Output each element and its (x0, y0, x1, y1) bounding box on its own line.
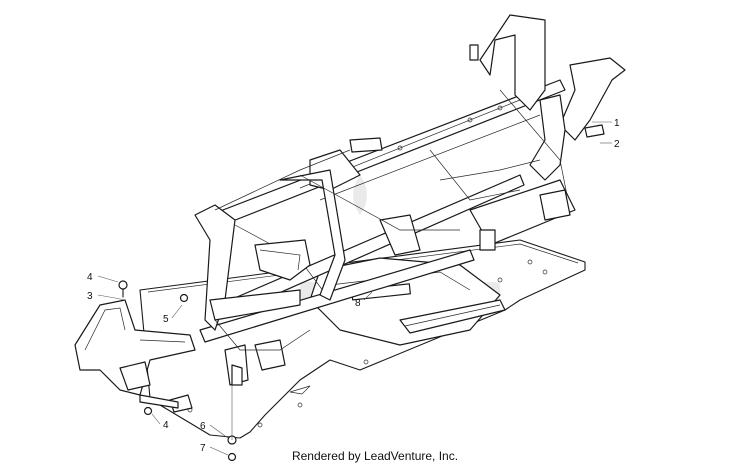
bolt-4-lower (143, 406, 153, 416)
front-cage (194, 137, 460, 386)
skid-plate (139, 239, 586, 439)
floor-pan (309, 257, 506, 346)
callout-5: 5 (163, 314, 169, 325)
bolt-7 (227, 452, 237, 462)
callout-7: 7 (200, 443, 206, 454)
render-credit: Rendered by LeadVenture, Inc. (291, 449, 459, 463)
bolt-4-upper (118, 280, 128, 290)
rear-cage (429, 14, 626, 251)
nut-5 (179, 293, 189, 303)
callout-4-lower: 4 (163, 420, 169, 431)
small-hardware (118, 124, 605, 462)
bracket-plate (584, 124, 605, 138)
leader-lines (97, 121, 612, 456)
callout-4-upper: 4 (87, 272, 93, 283)
callout-3: 3 (87, 291, 93, 302)
callout-8: 8 (355, 298, 361, 309)
main-frame-rails (199, 79, 566, 343)
callout-6: 6 (200, 421, 206, 432)
callout-labels: 1 2 3 4 4 5 6 7 8 (87, 118, 620, 454)
front-bumper (74, 299, 196, 413)
callout-1: 1 (614, 118, 620, 129)
callout-2: 2 (614, 139, 620, 150)
